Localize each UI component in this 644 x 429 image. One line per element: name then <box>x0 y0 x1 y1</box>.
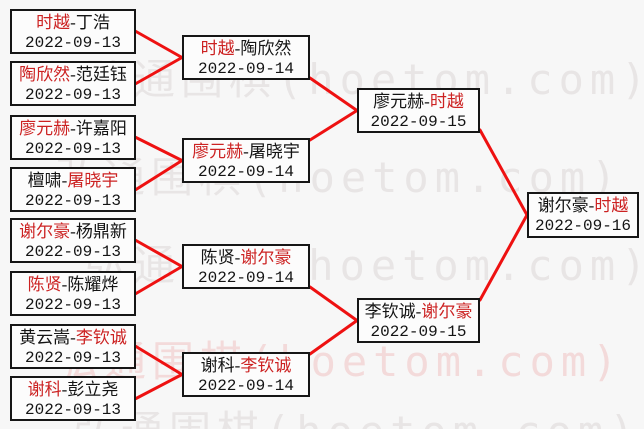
match-date: 2022-09-13 <box>24 243 121 261</box>
match-date: 2022-09-14 <box>197 377 294 395</box>
match-players: 陶欣然-范廷钰 <box>12 64 134 85</box>
match-date: 2022-09-13 <box>24 349 121 367</box>
watermark-text: 弘通围棋(hoetom.com) <box>73 398 640 429</box>
player-name: 屠晓宇 <box>248 142 300 161</box>
match-box-final[interactable]: 谢尔豪-时越 2022-09-16 <box>527 192 639 238</box>
match-box-r2-4[interactable]: 谢科-李钦诚 2022-09-14 <box>182 352 310 397</box>
match-box-r2-2[interactable]: 廖元赫-屠晓宇 2022-09-14 <box>182 138 310 183</box>
match-box-r1-7[interactable]: 黄云嵩-李钦诚 2022-09-13 <box>10 324 136 369</box>
player-name: 丁浩 <box>75 13 110 32</box>
player-name: 谢尔豪 <box>19 222 71 241</box>
match-players: 陈贤-谢尔豪 <box>184 247 308 268</box>
watermark-text: 弘通围棋(hoetom.com) <box>56 337 624 386</box>
dash: - <box>234 248 241 267</box>
player-name: 时越 <box>594 196 629 215</box>
player-name: 屠晓宇 <box>67 171 119 190</box>
dash: - <box>234 356 241 375</box>
match-players: 谢尔豪-杨鼎新 <box>12 221 134 242</box>
player-name: 谢尔豪 <box>537 196 589 215</box>
dash: - <box>70 222 76 241</box>
dash: - <box>61 275 68 294</box>
dash: - <box>424 92 430 111</box>
player-name: 谢科 <box>200 356 235 375</box>
player-name: 李钦诚 <box>240 356 292 375</box>
match-box-r1-1[interactable]: 时越-丁浩 2022-09-13 <box>10 9 136 54</box>
player-name: 陈贤 <box>200 248 235 267</box>
match-players: 谢科-彭立尧 <box>12 379 134 400</box>
player-name: 陈耀烨 <box>67 275 119 294</box>
match-date: 2022-09-16 <box>534 217 631 235</box>
match-date: 2022-09-15 <box>370 323 467 341</box>
match-players: 廖元赫-时越 <box>359 91 478 112</box>
match-date: 2022-09-14 <box>197 163 294 181</box>
match-box-r2-1[interactable]: 时越-陶欣然 2022-09-14 <box>182 35 310 80</box>
player-name: 许嘉阳 <box>75 119 127 138</box>
player-name: 时越 <box>429 92 464 111</box>
player-name: 李钦诚 <box>364 302 416 321</box>
player-name: 陶欣然 <box>240 39 292 58</box>
player-name: 檀啸 <box>27 171 62 190</box>
match-date: 2022-09-13 <box>24 34 121 52</box>
dash: - <box>415 302 422 321</box>
player-name: 谢科 <box>27 380 62 399</box>
match-box-r1-4[interactable]: 檀啸-屠晓宇 2022-09-13 <box>10 167 136 212</box>
match-date: 2022-09-14 <box>197 269 294 287</box>
player-name: 陶欣然 <box>19 65 71 84</box>
match-date: 2022-09-13 <box>24 86 121 104</box>
match-date: 2022-09-13 <box>24 140 121 158</box>
match-players: 廖元赫-屠晓宇 <box>184 141 308 162</box>
match-players: 李钦诚-谢尔豪 <box>359 301 478 322</box>
match-players: 谢科-李钦诚 <box>184 355 308 376</box>
dash: - <box>234 39 241 58</box>
match-box-r2-3[interactable]: 陈贤-谢尔豪 2022-09-14 <box>182 244 310 289</box>
player-name: 谢尔豪 <box>421 302 473 321</box>
player-name: 时越 <box>200 39 235 58</box>
dash: - <box>243 142 249 161</box>
match-players: 檀啸-屠晓宇 <box>12 170 134 191</box>
match-date: 2022-09-14 <box>197 60 294 78</box>
match-date: 2022-09-13 <box>24 401 121 419</box>
player-name: 谢尔豪 <box>240 248 292 267</box>
match-box-r1-3[interactable]: 廖元赫-许嘉阳 2022-09-13 <box>10 115 136 160</box>
dash: - <box>70 13 76 32</box>
dash: - <box>70 328 76 347</box>
player-name: 廖元赫 <box>19 119 71 138</box>
match-box-r1-5[interactable]: 谢尔豪-杨鼎新 2022-09-13 <box>10 218 136 263</box>
match-box-r1-6[interactable]: 陈贤-陈耀烨 2022-09-13 <box>10 271 136 316</box>
match-box-sf-2[interactable]: 李钦诚-谢尔豪 2022-09-15 <box>357 298 480 343</box>
dash: - <box>70 65 76 84</box>
player-name: 廖元赫 <box>192 142 244 161</box>
match-box-sf-1[interactable]: 廖元赫-时越 2022-09-15 <box>357 88 480 133</box>
player-name: 范廷钰 <box>75 65 127 84</box>
dash: - <box>70 119 76 138</box>
match-players: 时越-丁浩 <box>12 12 134 33</box>
match-players: 黄云嵩-李钦诚 <box>12 327 134 348</box>
player-name: 李钦诚 <box>75 328 127 347</box>
player-name: 彭立尧 <box>67 380 119 399</box>
match-box-r1-8[interactable]: 谢科-彭立尧 2022-09-13 <box>10 376 136 421</box>
match-players: 陈贤-陈耀烨 <box>12 274 134 295</box>
dash: - <box>61 171 68 190</box>
player-name: 陈贤 <box>27 275 62 294</box>
player-name: 黄云嵩 <box>19 328 71 347</box>
match-players: 廖元赫-许嘉阳 <box>12 118 134 139</box>
dash: - <box>588 196 595 215</box>
match-players: 时越-陶欣然 <box>184 38 308 59</box>
match-players: 谢尔豪-时越 <box>529 195 637 216</box>
watermark-text: 弘通围棋(hoetom.com) <box>55 153 623 202</box>
match-date: 2022-09-13 <box>24 296 121 314</box>
player-name: 杨鼎新 <box>75 222 127 241</box>
player-name: 时越 <box>36 13 71 32</box>
match-date: 2022-09-13 <box>24 192 121 210</box>
dash: - <box>61 380 68 399</box>
match-date: 2022-09-15 <box>370 113 467 131</box>
player-name: 廖元赫 <box>373 92 425 111</box>
match-box-r1-2[interactable]: 陶欣然-范廷钰 2022-09-13 <box>10 61 136 106</box>
